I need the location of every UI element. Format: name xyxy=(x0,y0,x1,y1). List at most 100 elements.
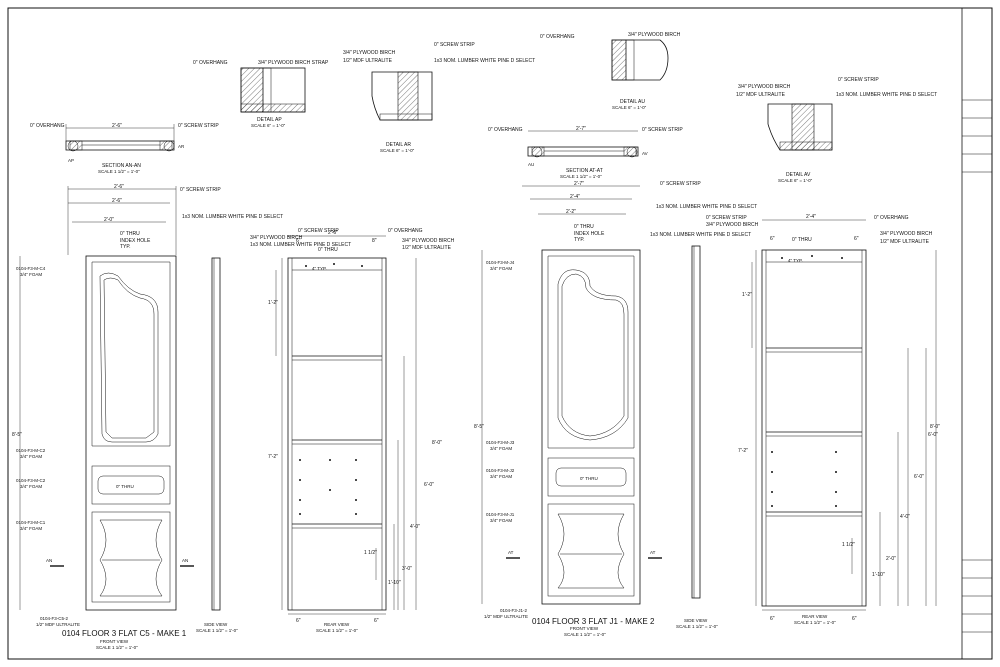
detail-scale: SCALE 6" = 1'-0" xyxy=(778,178,813,183)
plywood-label: 3/4" PLYWOOD BIRCH xyxy=(738,84,791,90)
detail-scale: SCALE 6" = 1'-0" xyxy=(380,148,415,153)
mdf-label: 1/2" MDF ULTRALITE xyxy=(880,239,930,245)
dim-h4: 4'-0" xyxy=(410,524,420,530)
door-outline xyxy=(541,249,641,605)
screw-strip-label: 0" SCREW STRIP xyxy=(178,123,219,129)
index-hole-label: INDEX HOLE xyxy=(574,231,605,237)
screw-strip-label: 0" SCREW STRIP xyxy=(298,228,339,234)
dim-h4: 4'-0" xyxy=(900,514,910,520)
dim-width: 2'-6" xyxy=(328,230,338,236)
dim-h6: 6'-0" xyxy=(424,482,434,488)
panel-label: 0104-F3-M-J3 xyxy=(486,440,515,445)
detail-scale: SCALE 6" = 1'-0" xyxy=(251,123,286,128)
view-label: SIDE VIEW xyxy=(204,622,228,627)
view-scale: SCALE 1 1/2" = 1'-0" xyxy=(564,632,606,637)
view-scale: SCALE 1 1/2" = 1'-0" xyxy=(316,628,358,633)
section-title: SECTION AN-AN xyxy=(102,163,141,169)
typ-dim: 4" TYP. xyxy=(312,266,327,271)
plywood-label: 3/4" PLYWOOD BIRCH xyxy=(628,32,681,38)
view-label: REAR VIEW xyxy=(802,614,828,619)
mdf-label: 1/2" MDF ULTRALITE xyxy=(36,622,80,627)
left-front-view: 2'-6" 2'-6" 2'-0" 0" SCREW STRIP 1x3 NOM… xyxy=(12,184,283,650)
mdf-label: 1/2" MDF ULTRALITE xyxy=(402,245,452,251)
dim-width: 2'-6" xyxy=(112,198,122,204)
dim-h8: 8'-0" xyxy=(432,440,442,446)
dim-width: 2'-4" xyxy=(806,214,816,220)
dim-d6: 6" xyxy=(296,618,301,624)
section-cut-tag: AN xyxy=(46,558,52,563)
plywood-label: 3/4" PLYWOOD BIRCH xyxy=(343,50,396,56)
section-width: 2'-6" xyxy=(112,123,122,129)
left-detail-ap: 0" OVERHANG 3/4" PLYWOOD BIRCH STRAP DET… xyxy=(193,60,329,128)
dim-width: 2'-0" xyxy=(104,217,114,223)
dim-h3: 3'-0" xyxy=(402,566,412,572)
foam-label: 3/4" FOAM xyxy=(490,446,512,451)
dim-width: 2'-7" xyxy=(574,181,584,187)
plywood-label: 3/4" PLYWOOD BIRCH xyxy=(880,231,933,237)
sheet-border xyxy=(7,7,993,660)
strap-label: 3/4" PLYWOOD BIRCH STRAP xyxy=(258,60,329,66)
door-outline xyxy=(85,255,177,611)
left-detail-ar: 3/4" PLYWOOD BIRCH 1/2" MDF ULTRALITE 0"… xyxy=(343,42,535,153)
detail-scale: SCALE 6" = 1'-0" xyxy=(612,105,647,110)
dim-h8: 8'-0" xyxy=(930,424,940,430)
screw-strip-label: 0" SCREW STRIP xyxy=(706,215,747,221)
section-scale: SCALE 1 1/2" = 1'-0" xyxy=(560,174,602,179)
panel-label: 0104-F3-M-C2 xyxy=(16,478,46,483)
overhang-label: 0" OVERHANG xyxy=(30,123,65,129)
left-section: 2'-6" 0" OVERHANG 0" SCREW STRIP AP AR S… xyxy=(30,123,219,174)
pine-label: 1x3 NOM. LUMBER WHITE PINE D SELECT xyxy=(836,92,937,98)
dim-h6: 6'-0" xyxy=(914,474,924,480)
dim-h7: 7'-2" xyxy=(738,448,748,454)
pine-label: 1x3 NOM. LUMBER WHITE PINE D SELECT xyxy=(434,58,535,64)
plywood-label: 3/4" PLYWOOD BIRCH xyxy=(706,222,759,228)
dim-height: 8'-5" xyxy=(474,424,484,430)
thru-label: 0" THRU xyxy=(580,476,598,481)
dim-height: 8'-5" xyxy=(12,432,22,438)
left-side-view: SIDE VIEW SCALE 1 1/2" = 1'-0" xyxy=(196,257,238,633)
dim-h6: 6'-0" xyxy=(928,432,938,438)
pine-label: 1x3 NOM. LUMBER WHITE PINE D SELECT xyxy=(656,204,757,210)
thru-label: 0" THRU xyxy=(318,247,338,253)
dim-width: 2'-2" xyxy=(566,209,576,215)
plywood-label: 3/4" PLYWOOD BIRCH xyxy=(402,238,455,244)
dim-h3: 2'-0" xyxy=(886,556,896,562)
pine-label: 1x3 NOM. LUMBER WHITE PINE D SELECT xyxy=(250,242,351,248)
foam-label: 3/4" FOAM xyxy=(20,272,42,277)
door-callout: 0104-F3-C5-2 xyxy=(40,616,69,621)
detail-tag: AU xyxy=(528,162,534,167)
section-title: SECTION AT-AT xyxy=(566,168,603,174)
typ-dim: 4" TYP. xyxy=(788,258,803,263)
dim-d6: 6" xyxy=(852,616,857,622)
overhang-label: 0" OVERHANG xyxy=(540,34,575,40)
screw-strip-label: 0" SCREW STRIP xyxy=(838,77,879,83)
index-hole-label: INDEX HOLE xyxy=(120,238,151,244)
overhang-label: 0" OVERHANG xyxy=(388,228,423,234)
typ-label: TYP. xyxy=(574,237,584,243)
detail-tag: AP xyxy=(68,158,74,163)
section-cut-tag: AT xyxy=(508,550,514,555)
foam-label: 3/4" FOAM xyxy=(20,484,42,489)
typ-label: TYP. xyxy=(120,244,130,250)
foam-label: 3/4" FOAM xyxy=(490,518,512,523)
dim-width: 2'-4" xyxy=(570,194,580,200)
door-callout: 0104-F3-J1-2 xyxy=(500,608,528,613)
right-set: 0" OVERHANG 3/4" PLYWOOD BIRCH DETAIL AU… xyxy=(474,32,940,637)
screw-strip-label: 0" SCREW STRIP xyxy=(642,127,683,133)
detail-title: DETAIL AU xyxy=(620,99,645,105)
view-scale: SCALE 1 1/2" = 1'-0" xyxy=(96,645,138,650)
section-cut-tag: AN xyxy=(182,558,188,563)
dim-h1: 1'-10" xyxy=(872,572,885,578)
dim-width: 2'-6" xyxy=(114,184,124,190)
right-detail-av: 3/4" PLYWOOD BIRCH 1/2" MDF ULTRALITE 0"… xyxy=(736,77,937,183)
right-detail-au: 0" OVERHANG 3/4" PLYWOOD BIRCH DETAIL AU… xyxy=(540,32,681,110)
thru-label: 0" THRU xyxy=(116,484,134,489)
overhang-label: 0" OVERHANG xyxy=(488,127,523,133)
view-label: SIDE VIEW xyxy=(684,618,708,623)
thru-label: 0" THRU xyxy=(120,231,140,237)
mdf-label: 1/2" MDF ULTRALITE xyxy=(484,614,528,619)
right-side-view: SIDE VIEW SCALE 1 1/2" = 1'-0" xyxy=(676,245,718,629)
right-rear-view: 2'-4" 0" SCREW STRIP 3/4" PLYWOOD BIRCH … xyxy=(650,214,940,625)
foam-label: 3/4" FOAM xyxy=(20,454,42,459)
dim-d8: 8" xyxy=(372,238,377,244)
